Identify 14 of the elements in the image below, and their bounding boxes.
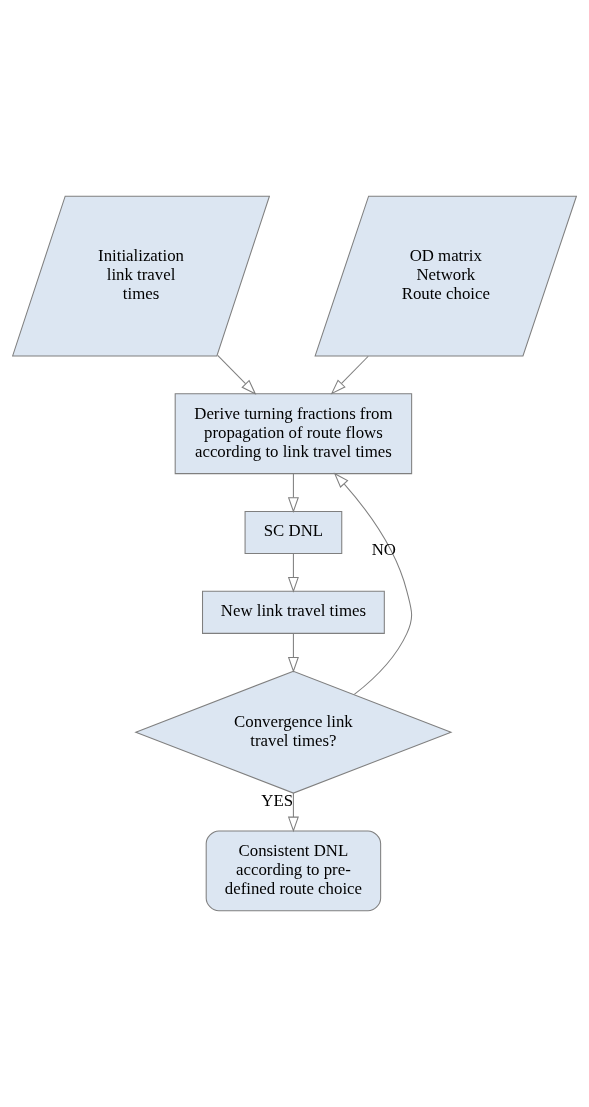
- arrow: [287, 473, 299, 513]
- node-box: New link travel times: [202, 590, 385, 634]
- node-box: Derive turning fractions from propagation of route flows according to link travel times: [174, 393, 413, 475]
- node-box: SC DNL: [244, 510, 343, 555]
- arrow: [287, 553, 299, 593]
- edge-label: YES: [261, 791, 293, 811]
- node-box: Consistent DNL according to pre-defined route choice: [205, 830, 382, 912]
- arrow: [333, 472, 413, 695]
- arrow: [330, 355, 369, 395]
- node-diamond: Convergence link travel times?: [134, 670, 453, 794]
- arrow: [287, 792, 299, 833]
- arrow: [287, 633, 299, 673]
- arrow: [217, 354, 257, 395]
- edge-label: NO: [371, 540, 396, 560]
